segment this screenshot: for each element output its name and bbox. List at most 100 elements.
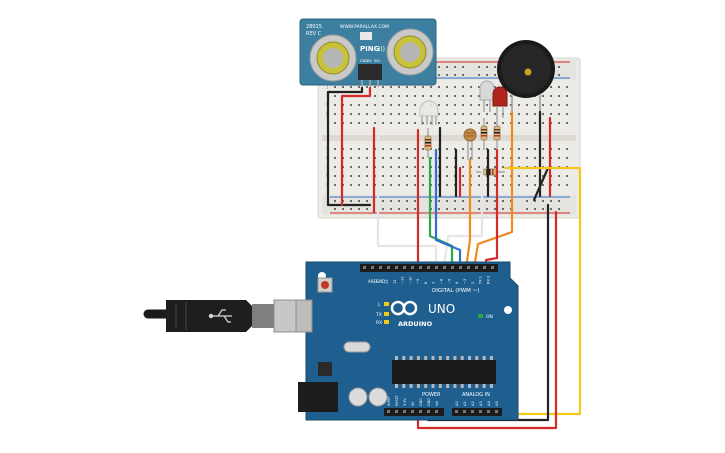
sensor-name-label: PING [360,45,380,53]
on-label: ON [486,314,493,320]
breadboard-hole [422,148,424,150]
rail-hole [462,208,464,210]
breadboard-hole [342,86,344,88]
header-hole [487,410,490,413]
rail-hole [526,208,528,210]
header-hole [379,266,382,269]
breadboard-hole [446,122,448,124]
breadboard-hole [494,122,496,124]
wire-white [376,86,438,270]
rail-hole [446,66,448,68]
led-red[interactable] [492,86,508,118]
reset-button[interactable] [317,277,333,293]
breadboard-hole [550,86,552,88]
rail-hole [382,200,384,202]
breadboard-hole [470,122,472,124]
rail-hole [478,200,480,202]
chip-pin [460,384,464,388]
usb-icon [208,309,232,323]
rail-hole [398,208,400,210]
breadboard-hole [550,95,552,97]
breadboard-hole [478,175,480,177]
breadboard-hole [350,122,352,124]
breadboard-hole [446,148,448,150]
digital-pin-label: 7 [432,282,436,284]
breadboard-hole [334,175,336,177]
breadboard-hole [398,122,400,124]
breadboard-hole [438,86,440,88]
header-hole [435,266,438,269]
rail-hole [414,200,416,202]
photoresistor[interactable] [463,128,477,160]
chip-pin [446,384,450,388]
breadboard-hole [446,86,448,88]
breadboard-hole [382,166,384,168]
aref-label: AREF [368,279,379,284]
resistor[interactable] [493,118,501,150]
bottom-header-holes [387,410,498,413]
analog-header [452,408,502,416]
breadboard-hole [486,104,488,106]
analog-label: ANALOG IN [462,392,490,398]
breadboard-hole [502,157,504,159]
breadboard-hole [462,184,464,186]
breadboard-hole [398,86,400,88]
breadboard-hole [446,104,448,106]
chip-pin [460,356,464,360]
digital-pin-label: 2 [471,282,475,284]
sensor-model-label: 28015 [306,24,322,30]
tx-label: TX [375,312,382,318]
breadboard-hole [430,122,432,124]
breadboard-hole [414,157,416,159]
chip-pin [395,384,398,388]
breadboard-hole [494,86,496,88]
header-hole [467,266,470,269]
breadboard-hole [334,113,336,115]
rail-hole [550,200,552,202]
digital-header-holes [363,266,494,269]
breadboard-hole [406,148,408,150]
rx-led [384,320,389,324]
breadboard-hole [382,113,384,115]
breadboard-hole [478,166,480,168]
rail-hole [462,74,464,76]
header-hole [427,410,430,413]
piezo-buzzer[interactable] [497,40,555,112]
resistor[interactable] [424,128,432,158]
breadboard-hole [550,104,552,106]
led-rgb[interactable] [419,100,439,125]
power-pin-label: RESET [395,394,399,406]
rail-hole [534,200,536,202]
sensor-pin-label: SIG [374,59,380,63]
rail-hole [358,208,360,210]
rail-hole [406,200,408,202]
resistor[interactable] [480,118,488,150]
on-led [478,314,483,318]
rail-hole [350,200,352,202]
chip-pin [438,384,442,388]
breadboard-hole [350,113,352,115]
usb-cable[interactable] [143,299,309,333]
header-hole [395,410,398,413]
breadboard-hole [350,166,352,168]
rail-hole [542,200,544,202]
crystal [343,341,371,353]
sensor-waves-label: ))) [378,46,385,53]
power-pin-label: GND [419,398,423,406]
ping-sensor[interactable]: 28015 REV C WWW.PARALLAX.COM PING ))) GN… [299,18,437,88]
arduino-logo: ARDUINO UNO [390,300,455,328]
breadboard-hole [526,122,528,124]
breadboard-hole [358,113,360,115]
analog-pin-label: A1 [463,401,467,406]
rail-hole [414,208,416,210]
rail-hole [438,66,440,68]
breadboard-hole [502,148,504,150]
breadboard-hole [566,157,568,159]
breadboard-hole [558,148,560,150]
rail-hole [494,200,496,202]
l-led-label: L [378,302,381,308]
wire-red [340,86,372,207]
row-label: j [326,84,329,90]
